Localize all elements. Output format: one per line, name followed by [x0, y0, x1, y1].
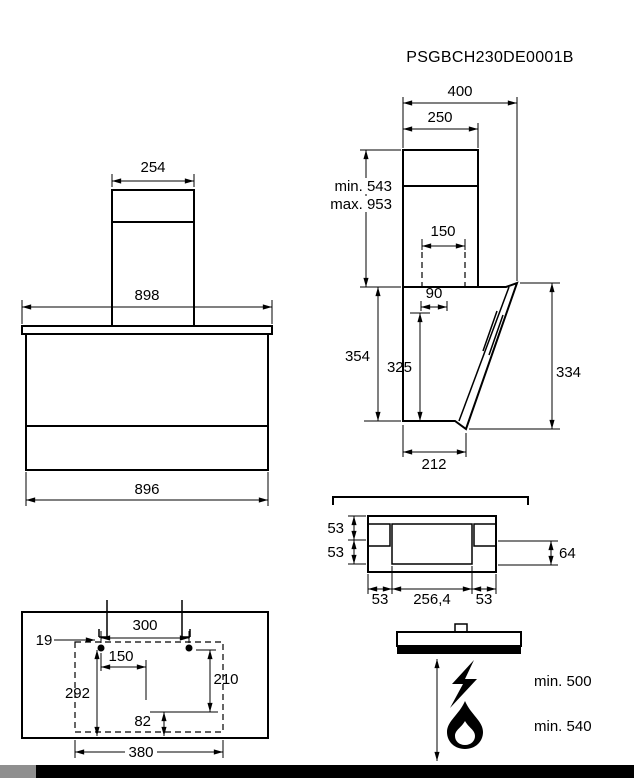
dim-label-354: 354: [345, 348, 370, 365]
dim-label-53-bottom-right: 53: [476, 591, 493, 608]
front-body-outline: [25, 333, 269, 471]
template-view: 19 300 150 292 210 82 380: [21, 600, 269, 761]
dim-top-left-lower: 53: [327, 540, 366, 565]
dim-label-150-template: 150: [108, 648, 133, 665]
top-glass-edge: [332, 496, 529, 505]
dim-top-right: 64: [498, 540, 576, 566]
dim-label-53-bottom-left: 53: [372, 591, 389, 608]
dim-label-min-500: min. 500: [534, 673, 592, 690]
clearance-view: min. 500 min. 540: [396, 623, 592, 761]
dim-chimney-width: 254: [111, 159, 195, 187]
dim-label-325: 325: [387, 359, 412, 376]
dim-label-292: 292: [65, 685, 90, 702]
dim-right-height: 210: [196, 649, 239, 712]
top-duct-outline: [391, 523, 473, 565]
top-left-bracket: [367, 523, 391, 547]
front-top-plate-outline: [21, 325, 273, 335]
template-left-screw-hole: [97, 644, 105, 652]
dim-label-150: 150: [430, 223, 455, 240]
dim-label-53-left-top: 53: [327, 520, 344, 537]
template-hood-dashed-outline: [74, 641, 224, 733]
dim-lower-height: 292: [65, 650, 100, 736]
dim-label-min-540: min. 540: [534, 718, 592, 735]
dim-label-212: 212: [421, 456, 446, 473]
dim-top-width: 898: [21, 287, 273, 324]
dim-duct-offset: 90: [420, 285, 448, 311]
dim-top-depth: 400: [402, 83, 518, 281]
side-glass-inner-edge: [458, 286, 510, 422]
hob-bar-left-segment: [0, 765, 36, 778]
dim-label-334: 334: [556, 364, 581, 381]
dim-bottom-width: 896: [25, 472, 269, 506]
dim-duct-width: 150: [421, 223, 466, 250]
dim-label-400: 400: [447, 83, 472, 100]
side-hood-outline: [402, 281, 519, 431]
dim-back-height: 354: [345, 287, 401, 422]
dim-top-bottom-row: 53 256,4 53: [367, 566, 497, 608]
dim-label-max-953: max. 953: [330, 196, 392, 213]
side-glass-accent-lines: [482, 310, 504, 356]
dim-hook-offset: 19: [36, 632, 95, 649]
top-view: 53 53 64 53 256,4 53: [327, 496, 576, 608]
dim-top-left-upper: 53: [327, 515, 366, 541]
dim-label-64: 64: [559, 545, 576, 562]
dim-template-width: 380: [74, 740, 224, 761]
template-wall-outline: [21, 611, 269, 739]
dim-label-19: 19: [36, 632, 53, 649]
dim-label-254: 254: [140, 159, 165, 176]
dim-label-256-4: 256,4: [413, 591, 451, 608]
clearance-hood-glass-band: [397, 646, 521, 654]
side-view: 400 250 min. 543 max. 953 150 90: [326, 83, 581, 473]
dim-half-spacing: 150: [100, 648, 146, 671]
dim-label-898: 898: [134, 287, 159, 304]
dim-front-height: 334: [469, 282, 581, 430]
drawing-code-label: PSGBCH230DE0001B: [406, 49, 574, 66]
side-duct-dashed-lines: [421, 252, 466, 286]
dim-label-90: 90: [426, 285, 443, 302]
front-chimney-outline: [111, 189, 195, 327]
dim-chimney-depth: 250: [403, 109, 479, 148]
dim-label-250: 250: [427, 109, 452, 126]
flame-icon: [447, 701, 483, 749]
dim-label-380: 380: [128, 744, 153, 761]
top-right-bracket: [473, 523, 497, 547]
dim-label-896: 896: [134, 481, 159, 498]
dim-hole-spacing: 300: [100, 617, 190, 643]
dim-label-300: 300: [132, 617, 157, 634]
side-chimney-outline: [402, 149, 479, 288]
dim-height-range: min. 543 max. 953: [326, 149, 401, 288]
dim-label-min-543: min. 543: [334, 178, 392, 195]
front-view: 254 898 896: [21, 159, 273, 506]
hob-bar: [36, 765, 634, 778]
dim-bottom-depth: 212: [402, 425, 467, 473]
dim-inner-height: 325: [387, 312, 430, 421]
dim-bottom-height: 82: [134, 712, 167, 736]
template-right-screw-hole: [185, 644, 193, 652]
dim-label-82: 82: [134, 713, 151, 730]
dim-label-53-left-bottom: 53: [327, 544, 344, 561]
lightning-icon: [450, 660, 477, 708]
clearance-hood-nub: [454, 623, 468, 633]
clearance-hood-bottom: [396, 631, 522, 647]
template-left-hook: [98, 600, 108, 638]
dim-label-210: 210: [213, 671, 238, 688]
